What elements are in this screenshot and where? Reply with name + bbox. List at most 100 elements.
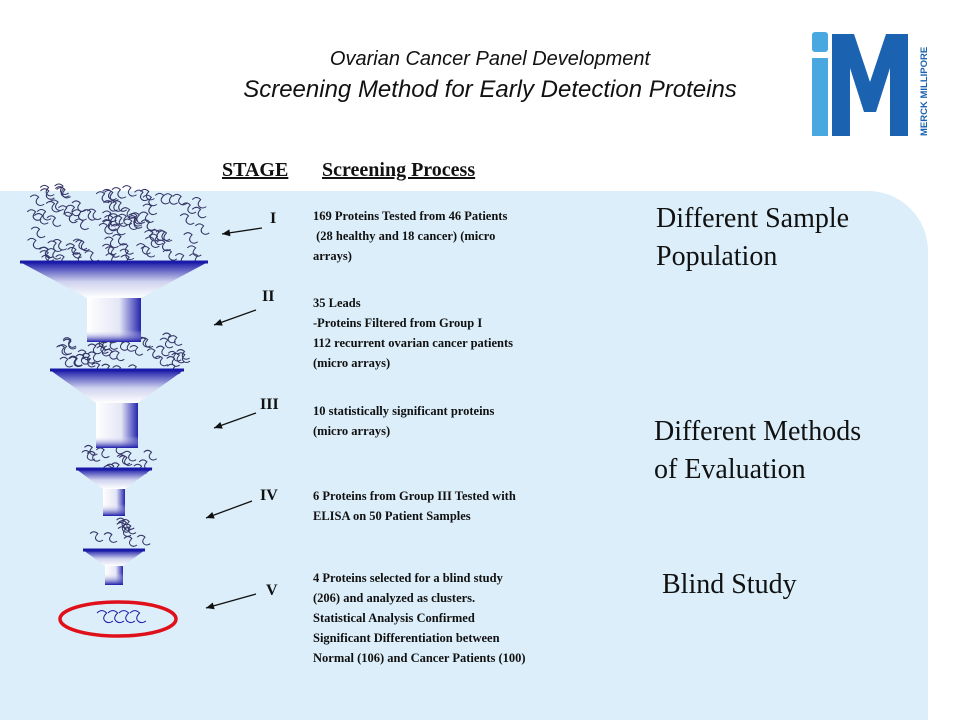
protein-glyph	[118, 610, 136, 624]
protein-glyph	[95, 191, 111, 203]
funnel-rim	[83, 548, 145, 552]
protein-glyph	[107, 610, 125, 624]
protein-glyph	[140, 188, 155, 201]
protein-glyph	[116, 517, 130, 529]
protein-glyph	[96, 610, 114, 624]
protein-glyph	[154, 355, 169, 367]
protein-glyph	[104, 189, 119, 202]
merck-millipore-logo: MERCK MILLIPORE	[812, 32, 930, 136]
stage-numeral: V	[266, 582, 278, 599]
protein-glyph	[46, 215, 62, 227]
category-label-line: of Evaluation	[654, 454, 806, 485]
protein-glyph	[186, 245, 202, 257]
stage-arrow	[221, 227, 263, 237]
stage-arrow	[205, 500, 253, 519]
stage-numeral: II	[262, 288, 275, 305]
stage-numeral: IV	[260, 487, 278, 504]
protein-glyph	[81, 209, 97, 221]
stage-description-line: Significant Differentiation between	[313, 631, 500, 645]
protein-glyphs	[26, 183, 210, 624]
protein-glyph	[63, 211, 78, 224]
process-header: Screening Process	[322, 159, 476, 181]
stage-arrow	[205, 593, 257, 610]
protein-glyph	[118, 520, 132, 531]
protein-glyph	[86, 450, 101, 462]
category-label-line: Blind Study	[662, 569, 797, 600]
protein-glyph	[123, 536, 138, 547]
protein-glyph	[52, 239, 68, 251]
protein-glyph	[40, 188, 55, 200]
protein-glyph	[27, 237, 42, 250]
stage-numeral: I	[270, 210, 277, 227]
funnel-stem-shadow	[96, 436, 138, 448]
protein-glyph	[179, 213, 195, 225]
stage-arrow	[213, 309, 257, 326]
protein-glyph	[155, 229, 171, 241]
protein-glyph	[105, 246, 120, 258]
protein-glyph	[130, 212, 146, 224]
stage-description-line: -Proteins Filtered from Group I	[313, 316, 483, 330]
protein-glyph	[194, 223, 210, 235]
stage-description-line: 10 statistically significant proteins	[313, 404, 495, 418]
protein-glyph	[84, 444, 98, 456]
stage-arrow	[213, 412, 257, 429]
protein-glyph	[54, 183, 69, 195]
protein-glyph	[122, 185, 137, 197]
protein-glyph	[29, 194, 45, 207]
protein-glyph	[171, 352, 185, 364]
funnel-stem-shadow	[87, 330, 141, 342]
protein-glyph	[47, 240, 63, 253]
protein-glyph	[110, 223, 126, 236]
protein-glyph	[136, 534, 151, 546]
stage-description-line: 169 Proteins Tested from 46 Patients	[313, 209, 508, 223]
protein-glyph	[81, 356, 96, 368]
protein-glyph	[72, 209, 87, 221]
protein-glyph	[103, 532, 118, 543]
category-label-line: Population	[656, 241, 778, 272]
protein-glyph	[95, 342, 109, 354]
funnel-rim	[76, 467, 152, 471]
protein-glyph	[176, 352, 191, 364]
funnel-stem-shadow	[103, 504, 125, 516]
stage-description-line: (micro arrays)	[313, 356, 391, 370]
protein-glyph	[98, 223, 114, 235]
protein-glyph	[154, 192, 170, 205]
protein-glyph	[103, 200, 118, 212]
logo-m	[832, 34, 908, 136]
stage-description-line: 35 Leads	[313, 296, 361, 310]
protein-glyph	[72, 238, 88, 251]
category-label-line: Different Sample	[656, 203, 850, 234]
funnels	[20, 260, 208, 585]
protein-glyph	[119, 248, 135, 261]
funnel-cone	[20, 262, 208, 298]
slide-subtitle: Screening Method for Early Detection Pro…	[243, 76, 737, 103]
stage-description-line: arrays)	[313, 249, 352, 263]
stage-description: 169 Proteins Tested from 46 Patients (28…	[313, 206, 507, 266]
protein-glyph	[172, 193, 188, 206]
stage-description-line: (micro arrays)	[313, 424, 391, 438]
protein-glyph	[191, 206, 207, 219]
funnel-rim	[20, 260, 208, 264]
protein-glyph	[142, 194, 158, 207]
funnel-cone	[50, 370, 184, 403]
protein-glyph	[122, 450, 137, 462]
slide-title: Ovarian Cancer Panel Development	[329, 48, 651, 70]
protein-glyph	[129, 610, 147, 624]
protein-glyph	[81, 449, 96, 461]
protein-glyph	[84, 250, 100, 262]
stage-description-line: 4 Proteins selected for a blind study	[313, 571, 503, 585]
protein-glyph	[116, 454, 131, 465]
stage-description-line: ELISA on 50 Patient Samples	[313, 509, 471, 523]
protein-glyph	[136, 243, 151, 255]
stage-description-line: (206) and analyzed as clusters.	[313, 591, 476, 605]
logo-wordmark: MERCK MILLIPORE	[919, 47, 930, 136]
protein-glyph	[89, 531, 104, 542]
protein-glyph	[113, 215, 128, 227]
protein-glyph	[101, 219, 117, 231]
protein-glyph	[102, 219, 118, 232]
protein-glyph	[36, 209, 52, 221]
stage-numeral: III	[260, 396, 279, 413]
